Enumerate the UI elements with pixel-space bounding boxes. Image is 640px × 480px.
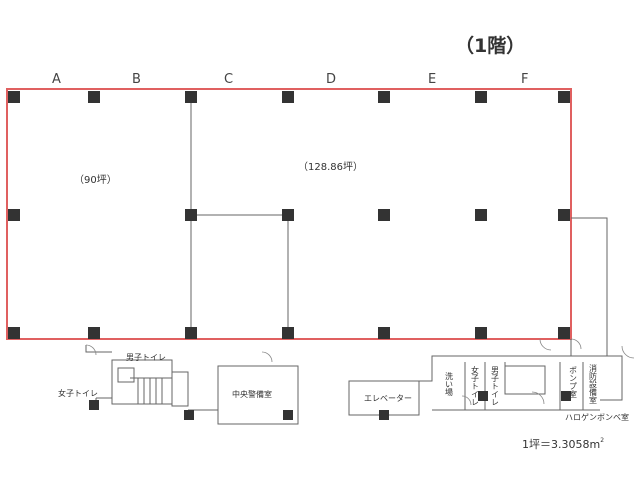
column-d1 xyxy=(282,91,294,103)
column-c2 xyxy=(185,209,197,221)
column-g3 xyxy=(558,327,570,339)
column-label-d: D xyxy=(326,72,336,87)
room-label-washroom: 洗い場 xyxy=(445,371,454,397)
structural-columns xyxy=(8,91,571,420)
column-a1 xyxy=(8,91,20,103)
column-e2 xyxy=(378,209,390,221)
area-label-left: （90坪） xyxy=(74,173,117,186)
room-label-womens-toilet-right: 女子トイレ xyxy=(471,365,480,406)
column-label-b: B xyxy=(132,72,141,87)
column-f2 xyxy=(475,209,487,221)
room-label-mens-toilet-right: 男子トイレ xyxy=(491,366,500,406)
column-b3 xyxy=(88,327,100,339)
column-f3 xyxy=(475,327,487,339)
column-core-2 xyxy=(184,410,194,420)
column-label-c: C xyxy=(224,72,233,87)
column-label-e: E xyxy=(428,72,436,87)
column-d3 xyxy=(282,327,294,339)
room-label-pump-room: ポンプ室 xyxy=(569,366,578,398)
tsubo-conversion-text: 1坪＝3.3058m xyxy=(522,438,600,451)
column-e1 xyxy=(378,91,390,103)
room-label-fire-equipment: 消防設備室 xyxy=(589,363,598,404)
service-core xyxy=(85,345,623,425)
room-label-central-security: 中央警備室 xyxy=(232,389,272,399)
column-d2 xyxy=(282,209,294,221)
column-core-1 xyxy=(89,400,99,410)
column-labels: A B C D E F xyxy=(52,72,528,87)
tsubo-conversion-note: 1坪＝3.3058m2 xyxy=(522,437,604,451)
room-label-womens-toilet-left: 女子トイレ xyxy=(58,388,98,398)
column-core-5 xyxy=(478,391,488,401)
column-c1 xyxy=(185,91,197,103)
column-core-6 xyxy=(561,391,571,401)
tsubo-conversion-unit-sup: 2 xyxy=(600,437,604,444)
column-core-4 xyxy=(379,410,389,420)
column-label-f: F xyxy=(521,72,528,87)
room-label-mens-toilet-left: 男子トイレ xyxy=(126,353,166,362)
column-f1 xyxy=(475,91,487,103)
floor-title: （1階） xyxy=(455,34,525,57)
column-g1 xyxy=(558,91,570,103)
area-label-right: （128.86坪） xyxy=(298,160,363,173)
room-label-halogen-cylinder: ハロゲンボンベ室 xyxy=(565,412,629,422)
door-swings xyxy=(85,338,635,406)
column-a2 xyxy=(8,209,20,221)
column-e3 xyxy=(378,327,390,339)
column-c3 xyxy=(185,327,197,339)
interior-walls xyxy=(190,97,289,334)
column-b1 xyxy=(88,91,100,103)
column-label-a: A xyxy=(52,72,61,87)
column-a3 xyxy=(8,327,20,339)
column-g2 xyxy=(558,209,570,221)
room-label-elevator: エレベーター xyxy=(364,394,412,403)
east-annex xyxy=(570,217,608,357)
column-core-3 xyxy=(283,410,293,420)
